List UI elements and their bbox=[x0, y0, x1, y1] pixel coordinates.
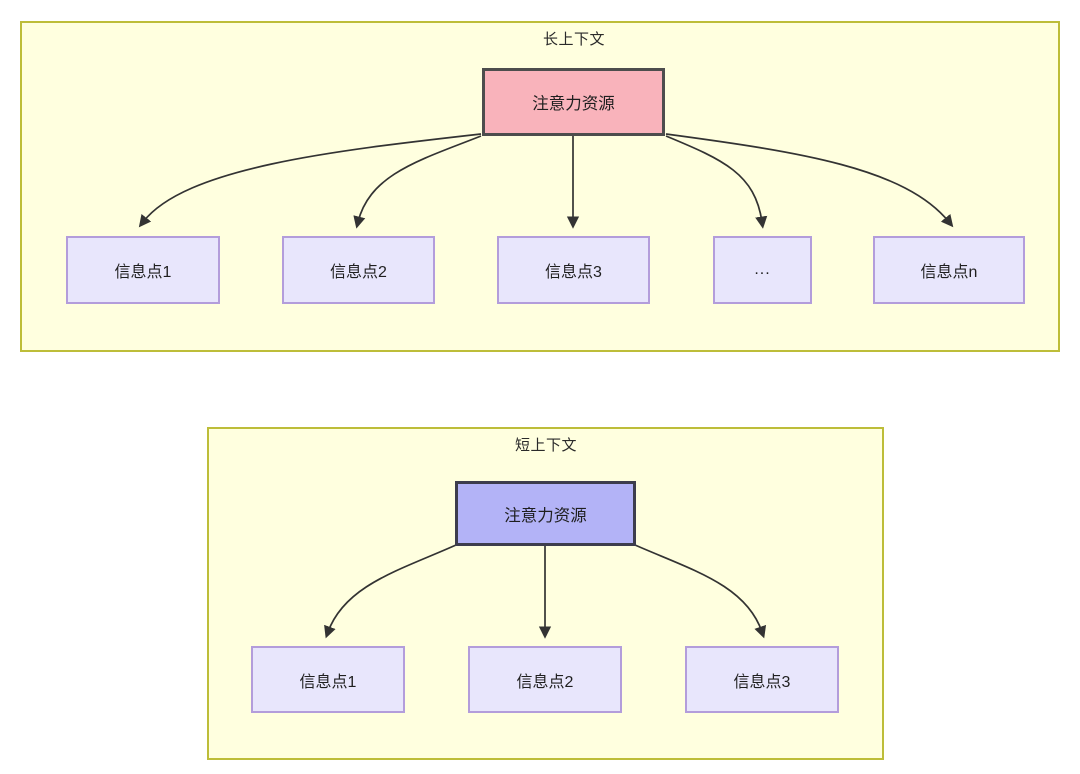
node-long-info-point-n[interactable]: 信息点n bbox=[873, 236, 1025, 304]
node-short-info-point-3[interactable]: 信息点3 bbox=[685, 646, 839, 713]
node-long-info-point-1[interactable]: 信息点1 bbox=[66, 236, 220, 304]
panel-short-context-title: 短上下文 bbox=[514, 437, 577, 454]
node-long-info-point-ellipsis[interactable]: ... bbox=[713, 236, 812, 304]
node-short-attention-resource[interactable]: 注意力资源 bbox=[455, 481, 636, 546]
node-long-info-point-3[interactable]: 信息点3 bbox=[497, 236, 650, 304]
panel-long-context-title: 长上下文 bbox=[542, 31, 605, 48]
node-short-info-point-1[interactable]: 信息点1 bbox=[251, 646, 405, 713]
node-long-attention-resource[interactable]: 注意力资源 bbox=[482, 68, 665, 136]
node-short-info-point-2[interactable]: 信息点2 bbox=[468, 646, 622, 713]
node-long-info-point-2[interactable]: 信息点2 bbox=[282, 236, 435, 304]
